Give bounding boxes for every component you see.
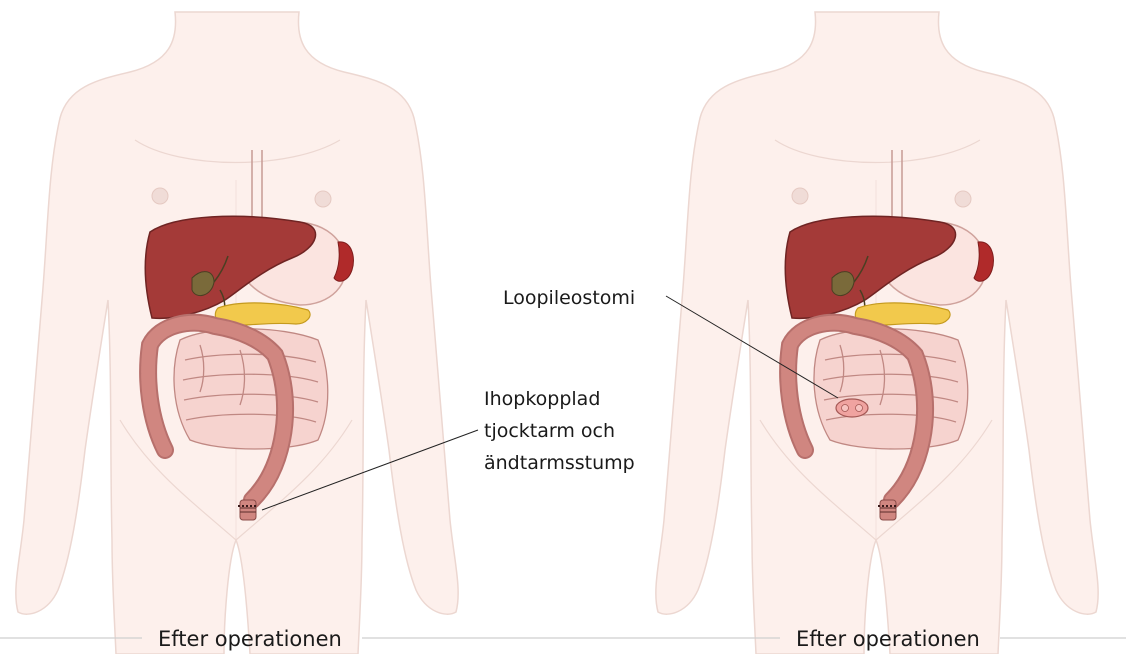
- caption-left: Efter operationen: [158, 624, 342, 654]
- nipple-left: [792, 188, 808, 204]
- caption-right: Efter operationen: [796, 624, 980, 654]
- rectal-stump: [878, 500, 898, 520]
- label-anastomosis-line3: ändtarmsstump: [484, 447, 635, 480]
- label-anastomosis-line2: tjocktarm och: [484, 415, 615, 448]
- label-anastomosis-line1: Ihopkopplad: [484, 383, 600, 416]
- loop-ileostomy: [836, 399, 868, 417]
- label-loopileostomi: Loopileostomi: [503, 282, 635, 315]
- body-figure-left: [16, 12, 478, 654]
- nipple-right: [315, 191, 331, 207]
- nipple-left: [152, 188, 168, 204]
- body-figure-right: [656, 12, 1098, 654]
- nipple-right: [955, 191, 971, 207]
- rectal-stump: [238, 500, 258, 520]
